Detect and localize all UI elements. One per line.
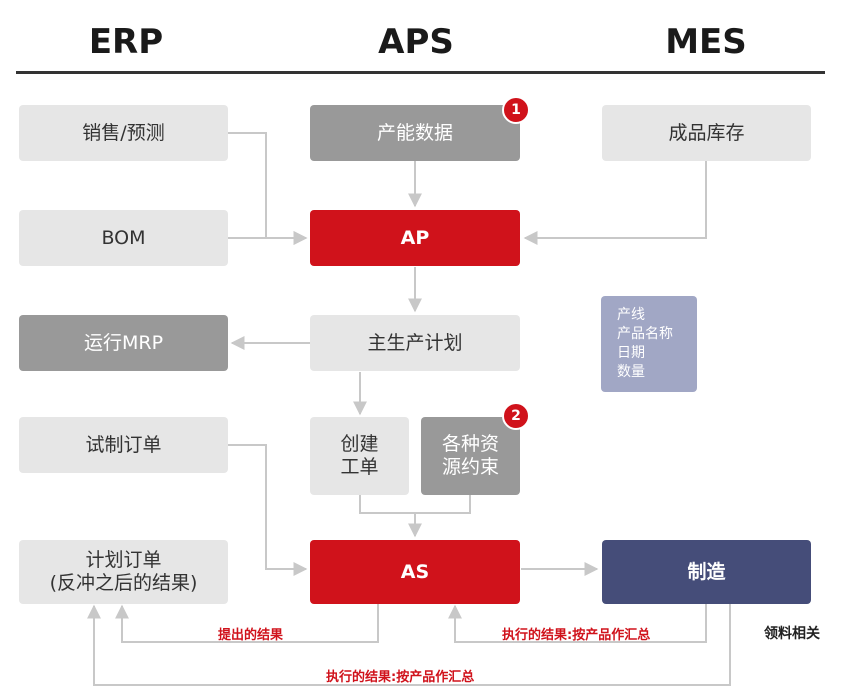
master-plan-box: 主生产计划	[310, 315, 520, 371]
erp-column-title: ERP	[88, 22, 164, 62]
connector-inventory-to-ap	[523, 161, 707, 245]
connector-mfg-to-planned	[87, 604, 731, 686]
trial-order-box: 试制订单	[19, 417, 228, 473]
connector-mfg-to-as	[448, 604, 707, 643]
info-line-quantity: 数量	[617, 364, 645, 380]
create-order-box: 创建 工单	[310, 417, 409, 495]
as-box: AS	[310, 540, 520, 604]
connector-as-to-planned	[115, 604, 379, 643]
info-line-line: 产线	[617, 307, 645, 323]
mes-column-title: MES	[665, 22, 747, 62]
sales-forecast-box: 销售/预测	[19, 105, 228, 161]
create-order-line1: 创建	[340, 433, 379, 456]
finished-inventory-box: 成品库存	[602, 105, 811, 161]
bom-box: BOM	[19, 210, 228, 266]
info-line-product: 产品名称	[617, 326, 673, 342]
connector-merge-to-as	[359, 495, 471, 536]
planned-order-box: 计划订单 (反冲之后的结果)	[19, 540, 228, 604]
run-mrp-box: 运行MRP	[19, 315, 228, 371]
constraints-line2: 源约束	[441, 456, 499, 478]
manufacturing-box: 制造	[602, 540, 811, 604]
connector-trial-to-as	[228, 444, 308, 576]
info-line-date: 日期	[617, 345, 645, 361]
constraints-line1: 各种资	[441, 433, 499, 456]
exec-result-bottom-label: 执行的结果:按产品作汇总	[326, 670, 475, 685]
badge-1: 1	[502, 96, 530, 124]
ap-box: AP	[310, 210, 520, 266]
connector-sales-to-ap	[228, 132, 308, 245]
aps-column-title: APS	[378, 22, 454, 62]
exec-result-mes-label: 执行的结果:按产品作汇总	[502, 628, 651, 643]
capacity-data-box: 产能数据	[310, 105, 520, 161]
header-divider	[16, 71, 825, 74]
material-note-label: 领料相关	[764, 626, 820, 642]
planned-order-line2: (反冲之后的结果)	[49, 572, 198, 594]
resource-constraints-box: 各种资 源约束	[421, 417, 520, 495]
proposed-result-label: 提出的结果	[218, 628, 284, 643]
badge-2: 2	[502, 402, 530, 430]
create-order-line2: 工单	[340, 456, 379, 478]
production-info-box: 产线 产品名称 日期 数量	[601, 296, 697, 392]
planned-order-line1: 计划订单	[85, 549, 162, 572]
